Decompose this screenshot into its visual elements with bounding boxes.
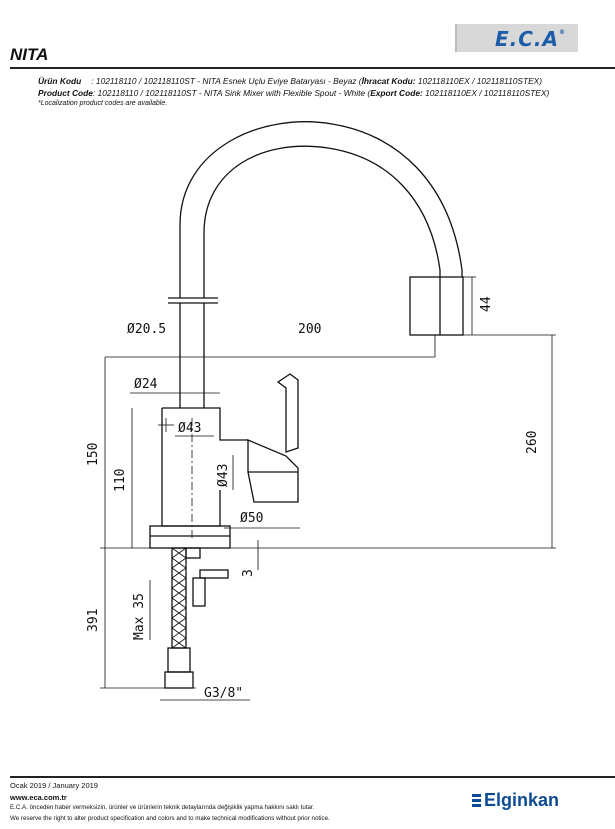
- disclaimer-en: We reserve the right to alter product sp…: [10, 815, 330, 822]
- dim-max-35: Max 35: [132, 593, 147, 640]
- eca-logo-box: E.C.A®: [455, 24, 578, 52]
- footer-url: www.eca.com.tr: [10, 793, 67, 802]
- product-code-en: Product Code: 102118110 / 102118110ST - …: [38, 88, 550, 98]
- product-code-tr: Ürün Kodu: 102118110 / 102118110ST - NIT…: [38, 76, 543, 86]
- dim-body-diameter: Ø43: [178, 421, 201, 436]
- footer-rule: [10, 776, 615, 778]
- dim-neck-diameter: Ø24: [134, 377, 158, 392]
- elginkan-logo: Elginkan: [472, 790, 559, 811]
- product-code-tr-label: Ürün Kodu: [38, 76, 82, 86]
- dim-gap-3: 3: [241, 569, 256, 577]
- footer-date: Ocak 2019 / January 2019: [10, 781, 98, 790]
- lever-handle: [276, 373, 299, 453]
- product-code-en-label: Product Code: [38, 88, 93, 98]
- dim-hose-391: 391: [86, 609, 101, 632]
- technical-drawing: Ø20.5 200 44 Ø24 Ø43 Ø43 150 110 260 Ø50…: [86, 121, 556, 701]
- dim-reach: 200: [298, 322, 321, 337]
- dim-handle-diameter: Ø43: [216, 464, 231, 487]
- product-name: NITA: [10, 45, 49, 64]
- eca-logo: E.C.A®: [494, 27, 566, 51]
- handle-housing: [247, 439, 299, 503]
- spout-head: [409, 276, 464, 336]
- header-rule: [10, 67, 615, 69]
- elginkan-mark-icon: [472, 794, 481, 807]
- dim-thread: G3/8": [204, 686, 243, 701]
- spout-outer-edge: [179, 121, 463, 335]
- dim-height-260: 260: [525, 431, 540, 454]
- dim-height-150: 150: [86, 443, 101, 466]
- disclaimer-tr: E.C.A. önceden haber vermeksizin, ürünle…: [10, 804, 315, 811]
- dim-spout-height: 44: [479, 296, 494, 312]
- mounting-nut: [199, 569, 229, 579]
- dim-height-110: 110: [113, 469, 128, 492]
- mixer-body-top: [162, 407, 248, 441]
- spout-inner-edge: [203, 145, 441, 335]
- localization-note: *Localization product codes are availabl…: [38, 100, 168, 107]
- dim-spout-diameter: Ø20.5: [127, 322, 166, 337]
- hose-fitting: [167, 647, 191, 673]
- mixer-base: [149, 525, 231, 549]
- dim-base-diameter: Ø50: [240, 511, 263, 526]
- hose-end-nut: [164, 671, 194, 689]
